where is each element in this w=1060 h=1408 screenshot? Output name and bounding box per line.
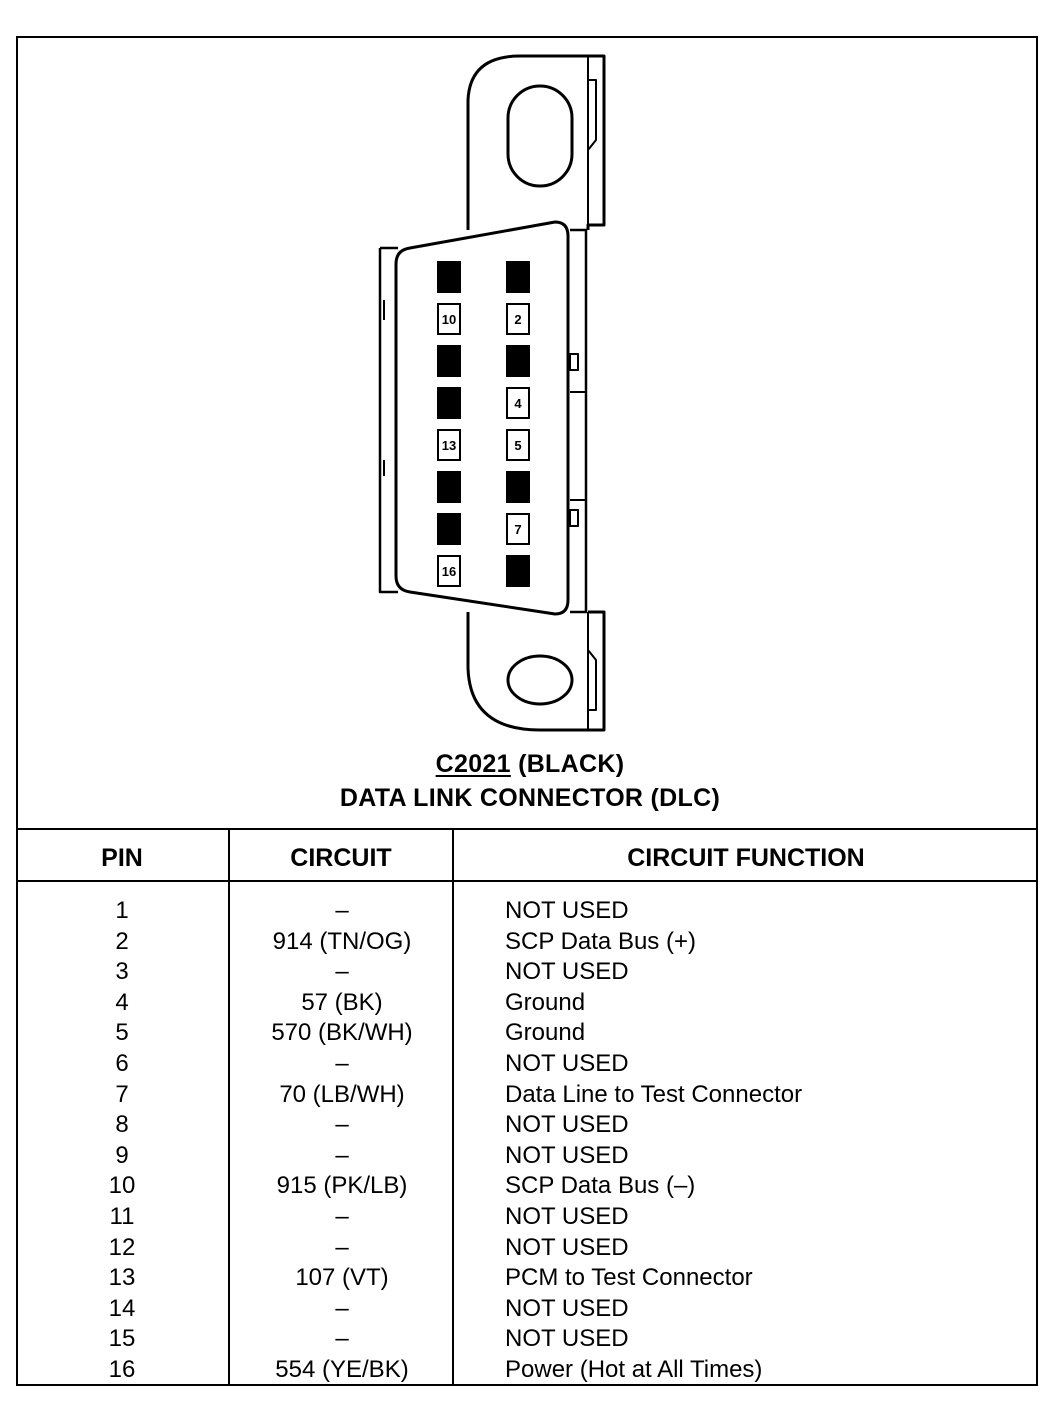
blank-cavity	[437, 387, 461, 419]
function-cell: NOT USED	[505, 1141, 629, 1169]
function-cell: NOT USED	[505, 1325, 629, 1353]
function-cell: SCP Data Bus (–)	[505, 1172, 696, 1200]
cavity-pin-label: 10	[442, 312, 456, 327]
function-cell: Ground	[505, 1019, 586, 1047]
function-cell: Data Line to Test Connector	[505, 1080, 803, 1108]
circuit-cell: 57 (BK)	[301, 988, 383, 1016]
pin-cavity	[506, 429, 530, 461]
pin-cell: 13	[108, 1264, 136, 1292]
header-rule	[16, 880, 1038, 882]
cavity-pin-label: 2	[514, 312, 521, 327]
pin-cavity	[437, 429, 461, 461]
blank-cavity	[437, 471, 461, 503]
pin-cell: 15	[108, 1325, 136, 1353]
pin-cell: 7	[115, 1080, 129, 1108]
blank-cavity	[506, 345, 530, 377]
function-cell: NOT USED	[505, 1294, 629, 1322]
pin-cavity	[437, 555, 461, 587]
function-cell: NOT USED	[505, 1202, 629, 1230]
pin-cell: 11	[109, 1202, 135, 1230]
connector-name-caption: DATA LINK CONNECTOR (DLC)	[339, 784, 721, 812]
pin-cell: 12	[108, 1233, 136, 1261]
pin-cell: 16	[108, 1355, 136, 1383]
header-circuit-function: CIRCUIT FUNCTION	[627, 844, 865, 872]
connector-id-caption: C2021 (BLACK)	[0, 750, 1060, 779]
function-cell: NOT USED	[505, 958, 629, 986]
blank-cavity	[506, 471, 530, 503]
circuit-cell: 570 (BK/WH)	[271, 1019, 413, 1047]
cavity-pin-label: 13	[442, 438, 456, 453]
connector-color: (BLACK)	[518, 750, 625, 778]
pin-cavity	[506, 303, 530, 335]
cavity-pin-label: 16	[442, 564, 456, 579]
function-cell: NOT USED	[505, 1049, 629, 1077]
circuit-cell: –	[335, 1049, 349, 1077]
pin-cavity	[506, 387, 530, 419]
diagram-frame	[16, 36, 1038, 1386]
circuit-cell: –	[335, 1111, 349, 1139]
function-cell: NOT USED	[505, 1111, 629, 1139]
pin-cell: 4	[115, 988, 129, 1016]
function-cell: SCP Data Bus (+)	[505, 927, 696, 955]
function-cell: NOT USED	[505, 1233, 629, 1261]
function-cell: Power (Hot at All Times)	[505, 1355, 763, 1383]
cavity-pin-label: 7	[514, 522, 521, 537]
function-cell: Ground	[505, 988, 586, 1016]
function-cell: PCM to Test Connector	[505, 1264, 753, 1292]
circuit-cell: –	[335, 1141, 349, 1169]
pin-cavity	[437, 303, 461, 335]
pin-cell: 5	[115, 1019, 129, 1047]
circuit-column: –914 (TN/OG)–57 (BK)570 (BK/WH)–70 (LB/W…	[230, 896, 454, 1386]
pin-cell: 10	[108, 1172, 136, 1200]
circuit-cell: 914 (TN/OG)	[272, 927, 412, 955]
circuit-cell: 70 (LB/WH)	[279, 1080, 405, 1108]
circuit-cell: –	[335, 897, 349, 924]
pin-cell: 1	[115, 897, 129, 924]
cavity-pin-label: 5	[514, 438, 521, 453]
upper-mounting-slot	[506, 84, 574, 188]
upper-mounting-ear	[466, 54, 606, 230]
function-cell: NOT USED	[505, 897, 629, 924]
blank-cavity	[437, 345, 461, 377]
blank-cavity	[506, 261, 530, 293]
blank-cavity	[506, 555, 530, 587]
column-divider-1	[228, 828, 230, 1386]
dlc-connector-drawing: 10 13 16 2 4 5 7	[378, 54, 606, 732]
circuit-cell: –	[335, 1325, 349, 1353]
circuit-cell: –	[335, 1233, 349, 1261]
pin-cell: 9	[115, 1141, 129, 1169]
circuit-cell: –	[335, 958, 349, 986]
pin-cell: 2	[115, 927, 129, 955]
connector-id: C2021	[435, 750, 511, 778]
header-circuit: CIRCUIT	[290, 844, 392, 872]
circuit-cell: –	[335, 1202, 349, 1230]
header-pin: PIN	[101, 844, 143, 872]
table-top-rule	[16, 828, 1038, 830]
pin-cell: 6	[115, 1049, 129, 1077]
cavity-pin-label: 4	[514, 396, 522, 411]
pin-cell: 14	[108, 1294, 136, 1322]
circuit-cell: 554 (YE/BK)	[275, 1355, 409, 1383]
circuit-cell: 107 (VT)	[295, 1264, 389, 1292]
lower-mounting-ear	[466, 610, 606, 732]
blank-cavity	[437, 513, 461, 545]
circuit-cell: –	[335, 1294, 349, 1322]
column-divider-2	[452, 828, 454, 1386]
pin-cavity	[506, 513, 530, 545]
connector-body	[394, 220, 570, 616]
circuit-cell: 915 (PK/LB)	[276, 1172, 408, 1200]
blank-cavity	[437, 261, 461, 293]
pin-cell: 3	[115, 958, 129, 986]
lower-mounting-hole	[506, 654, 574, 706]
pin-cell: 8	[115, 1111, 129, 1139]
